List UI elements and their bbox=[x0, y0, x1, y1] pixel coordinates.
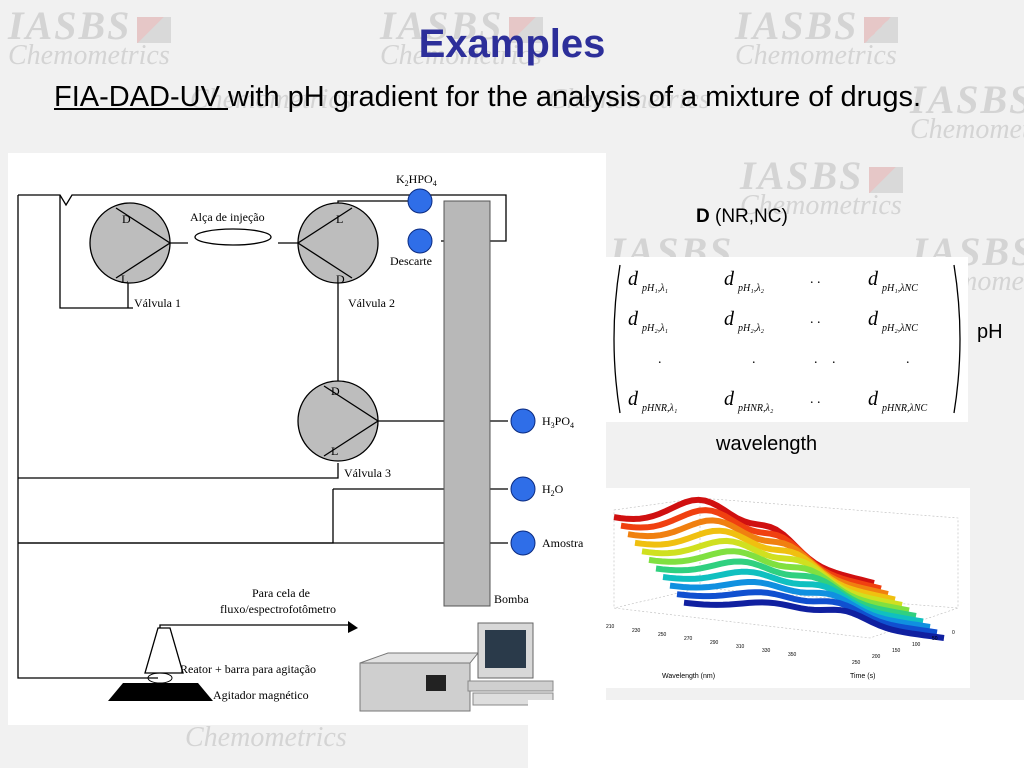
surface-y-tick: 50 bbox=[932, 636, 938, 642]
port-k2hpo4 bbox=[407, 188, 433, 214]
surface-xlabel: Wavelength (nm) bbox=[662, 673, 715, 680]
surface-y-tick: 250 bbox=[852, 660, 861, 666]
matrix-vertical-dots: . bbox=[832, 352, 836, 367]
matrix-cell-subscript: pH₂,λ₂ bbox=[737, 323, 765, 334]
surface-strip bbox=[655, 558, 917, 619]
matrix-cell-subscript: pHNR,λNC bbox=[881, 403, 928, 414]
injection-loop bbox=[194, 228, 272, 246]
matrix-cell-subscript: pH₁,λ₁ bbox=[641, 283, 668, 294]
reactor-beaker bbox=[144, 627, 184, 674]
reator-label: Reator + barra para agitação bbox=[180, 662, 316, 676]
surface-y-tick: 150 bbox=[892, 648, 901, 654]
subtitle-technique: FIA-DAD-UV bbox=[54, 81, 228, 113]
valve3-port-l: L bbox=[331, 444, 338, 458]
surface-strip bbox=[683, 599, 945, 641]
matrix-ellipsis: . . bbox=[810, 312, 821, 327]
agitador-label: Agitador magnético bbox=[213, 688, 309, 702]
h3po4-label: H3PO4 bbox=[542, 414, 574, 430]
matrix-cell-symbol: d bbox=[628, 308, 639, 330]
surface-ylabel: Time (s) bbox=[850, 673, 875, 680]
surface-x-tick: 210 bbox=[606, 624, 615, 630]
valve1-port-d: D bbox=[122, 212, 131, 226]
matrix-cell-subscript: pHNR,λ₂ bbox=[737, 403, 774, 414]
matrix-title: D (NR,NC) bbox=[696, 206, 788, 227]
valve2-port-l: L bbox=[336, 212, 343, 226]
surface-x-tick: 310 bbox=[736, 644, 745, 650]
matrix-cell-symbol: d bbox=[868, 268, 879, 290]
surface-strip bbox=[634, 527, 896, 603]
matrix-cell-symbol: d bbox=[868, 388, 879, 410]
surface-strip bbox=[676, 589, 938, 636]
valve2-label: Válvula 2 bbox=[348, 296, 395, 310]
surface-x-tick: 250 bbox=[658, 632, 667, 638]
matrix-vertical-dots: . bbox=[814, 352, 818, 367]
matrix-ellipsis: . . bbox=[810, 272, 821, 287]
surface-y-tick: 0 bbox=[952, 630, 955, 636]
matrix-cell-symbol: d bbox=[868, 308, 879, 330]
matrix-cell-symbol: d bbox=[724, 388, 735, 410]
background-panel bbox=[528, 700, 1024, 768]
k2hpo4-label: K2HPO4 bbox=[396, 172, 437, 188]
matrix-cell-symbol: d bbox=[724, 268, 735, 290]
valve3-label: Válvula 3 bbox=[344, 466, 391, 480]
slide-title: Examples bbox=[418, 22, 606, 66]
bomba-pump bbox=[443, 200, 491, 607]
matrix-cell-symbol: d bbox=[628, 388, 639, 410]
surface-x-tick: 270 bbox=[684, 636, 693, 642]
matrix-cell-subscript: pH₂,λ₁ bbox=[641, 323, 668, 334]
loop-label: Alça de injeção bbox=[190, 210, 265, 224]
valve2-port-d: D bbox=[336, 272, 345, 286]
surface-strip bbox=[648, 548, 910, 614]
subtitle-description: with pH gradient for the analysis of a m… bbox=[228, 81, 922, 113]
matrix-cell-subscript: pH₁,λ₂ bbox=[737, 283, 765, 294]
matrix-cell-subscript: pH₁,λNC bbox=[881, 283, 918, 294]
matrix-cell-subscript: pH₂,λNC bbox=[881, 323, 918, 334]
matrix-ellipsis: . . bbox=[810, 392, 821, 407]
surface-strip bbox=[620, 507, 882, 592]
port-h2o bbox=[510, 476, 536, 502]
surface-x-tick: 230 bbox=[632, 628, 641, 634]
h2o-label: H2O bbox=[542, 482, 564, 498]
surface-strip bbox=[641, 537, 903, 608]
cell-label-2: fluxo/espectrofotômetro bbox=[220, 602, 336, 616]
surface-strip bbox=[662, 568, 924, 625]
port-amostra bbox=[510, 530, 536, 556]
descarte-label: Descarte bbox=[390, 254, 432, 268]
surface-x-tick: 330 bbox=[762, 648, 771, 654]
spectrophotometer-image bbox=[359, 622, 554, 712]
valve3-port-d: D bbox=[331, 384, 340, 398]
fia-flow-diagram: D L Válvula 1 L D Válvula 2 D L Válvula … bbox=[8, 153, 606, 725]
slide-subtitle: FIA-DAD-UV with pH gradient for the anal… bbox=[54, 78, 1004, 116]
matrix-cell-subscript: pHNR,λ₁ bbox=[641, 403, 677, 414]
surface-strip bbox=[669, 579, 931, 630]
surface-x-tick: 290 bbox=[710, 640, 719, 646]
matrix-cell-symbol: d bbox=[724, 308, 735, 330]
matrix-vertical-dots: . bbox=[752, 352, 756, 367]
matrix-vertical-dots: . bbox=[658, 352, 662, 367]
matrix-column-label: wavelength bbox=[716, 433, 818, 455]
port-h3po4 bbox=[510, 408, 536, 434]
amostra-label: Amostra bbox=[542, 536, 584, 550]
surface-y-tick: 200 bbox=[872, 654, 881, 660]
cell-label-1: Para cela de bbox=[252, 586, 310, 600]
matrix-cell-symbol: d bbox=[628, 268, 639, 290]
surface-y-tick: 100 bbox=[912, 642, 921, 648]
matrix-row-label: pH bbox=[977, 321, 1003, 343]
port-descarte bbox=[407, 228, 433, 254]
matrix-vertical-dots: . bbox=[906, 352, 910, 367]
watermark: Chemometrics bbox=[185, 722, 347, 753]
surface-x-tick: 350 bbox=[788, 652, 797, 658]
valve1-label: Válvula 1 bbox=[134, 296, 181, 310]
bomba-label: Bomba bbox=[494, 592, 529, 606]
valve1-port-l: L bbox=[121, 272, 128, 286]
surface-strip bbox=[627, 517, 889, 597]
magnetic-stirrer bbox=[108, 683, 213, 701]
